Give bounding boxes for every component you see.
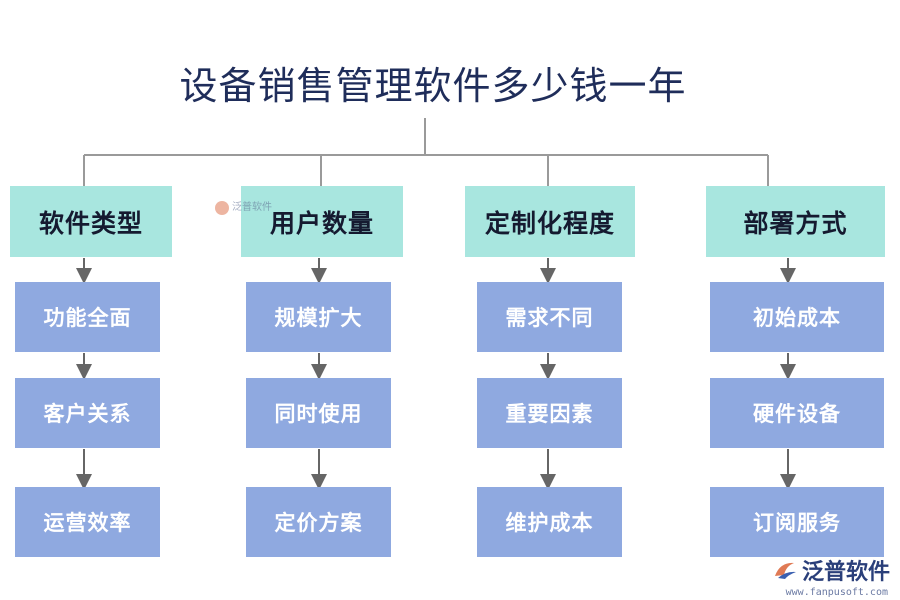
item-c1-3: 运营效率 (15, 487, 160, 557)
item-c1-1: 功能全面 (15, 282, 160, 352)
faint-watermark-text: 泛普软件 (232, 202, 272, 213)
watermark-logo-icon (215, 201, 229, 215)
header-customization: 定制化程度 (465, 186, 635, 257)
header-software-type: 软件类型 (10, 186, 172, 257)
brand-logo-icon (772, 559, 798, 581)
item-c4-2: 硬件设备 (710, 378, 884, 448)
brand-logo: 泛普软件 (772, 554, 890, 586)
item-c4-1: 初始成本 (710, 282, 884, 352)
item-c2-3: 定价方案 (246, 487, 391, 557)
item-c3-1: 需求不同 (477, 282, 622, 352)
item-c3-3: 维护成本 (477, 487, 622, 557)
item-c1-2: 客户关系 (15, 378, 160, 448)
item-c2-2: 同时使用 (246, 378, 391, 448)
brand-url: www.fanpusoft.com (785, 587, 888, 598)
header-deployment: 部署方式 (706, 186, 885, 257)
item-c2-1: 规模扩大 (246, 282, 391, 352)
header-user-count: 用户数量 (241, 186, 403, 257)
item-c4-3: 订阅服务 (710, 487, 884, 557)
item-c3-2: 重要因素 (477, 378, 622, 448)
faint-watermark: 泛普软件 (215, 201, 272, 215)
brand-logo-text: 泛普软件 (801, 560, 890, 585)
diagram-title: 设备销售管理软件多少钱一年 (179, 64, 687, 108)
